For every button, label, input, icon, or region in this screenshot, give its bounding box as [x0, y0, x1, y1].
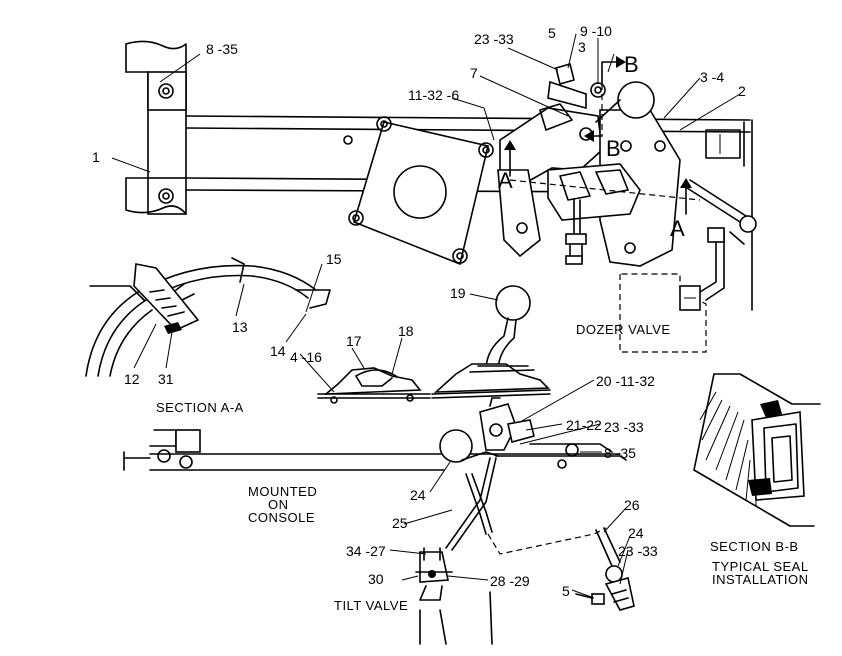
callout-8-35-top: 8 -35: [206, 41, 238, 57]
captions: SECTION A-A DOZER VALVE MOUNTED ON CONSO…: [156, 322, 809, 613]
dozer-control-assembly: [497, 56, 757, 301]
callout-20-11-32: 20 -11-32: [596, 373, 655, 389]
callout-21-22: 21-22: [566, 417, 602, 433]
callout-9-10: 9 -10: [580, 23, 612, 39]
callout-5-bottom: 5: [562, 583, 570, 599]
caption-typical-seal-line2: INSTALLATION: [712, 572, 809, 587]
callout-25: 25: [392, 515, 408, 531]
callout-24-right: 24: [628, 525, 644, 541]
callout-17: 17: [346, 333, 362, 349]
callout-5-top: 5: [548, 25, 556, 41]
caption-dozer-valve: DOZER VALVE: [576, 322, 671, 337]
callout-15: 15: [326, 251, 342, 267]
console-plate: [348, 116, 494, 266]
callout-24-left: 24: [410, 487, 426, 503]
caption-mounted-line2: ON: [268, 497, 289, 512]
callout-31: 31: [158, 371, 174, 387]
callout-12: 12: [124, 371, 140, 387]
callout-3-4: 3 -4: [700, 69, 724, 85]
caption-mounted-line3: CONSOLE: [248, 510, 315, 525]
caption-section-aa: SECTION A-A: [156, 400, 244, 415]
callout-23-33-top: 23 -33: [474, 31, 514, 47]
dozer-valve-outline: [619, 273, 707, 353]
callout-28-29: 28 -29: [490, 573, 530, 589]
leader-lines: [111, 33, 741, 599]
section-letter-b-mid: B: [606, 136, 621, 161]
section-bb-view: [693, 373, 821, 527]
caption-section-bb: SECTION B-B: [710, 539, 799, 554]
callout-30: 30: [368, 571, 384, 587]
callout-4-16: 4 -16: [290, 349, 322, 365]
callout-23-33-bottom: 23 -33: [618, 543, 658, 559]
callout-34-27: 34 -27: [346, 543, 386, 559]
callout-11-32-6: 11-32 -6: [408, 87, 459, 103]
callout-labels: 8 -35 1 23 -33 5 9 -10 3 B 7 3 -4 2 11-3…: [92, 23, 746, 599]
callout-13: 13: [232, 319, 248, 335]
callout-14: 14: [270, 343, 286, 359]
callout-23-33-mid: 23 -33: [604, 419, 644, 435]
callout-2: 2: [738, 83, 746, 99]
callout-19: 19: [450, 285, 466, 301]
callout-1: 1: [92, 149, 100, 165]
section-aa-view: [85, 257, 331, 377]
callout-7: 7: [470, 65, 478, 81]
section-letter-a-right: A: [670, 216, 685, 241]
caption-typical-seal-line1: TYPICAL SEAL: [712, 559, 809, 574]
caption-mounted-line1: MOUNTED: [248, 484, 317, 499]
callout-3: 3: [578, 39, 586, 55]
callout-26: 26: [624, 497, 640, 513]
callout-18: 18: [398, 323, 414, 339]
mounting-frame: [125, 40, 753, 311]
section-letter-a-left: A: [498, 168, 513, 193]
section-letter-b-top: B: [624, 52, 639, 77]
caption-tilt-valve: TILT VALVE: [334, 598, 408, 613]
callout-8-35-mid: 8 -35: [604, 445, 636, 461]
tilt-control-assembly: [123, 285, 635, 645]
